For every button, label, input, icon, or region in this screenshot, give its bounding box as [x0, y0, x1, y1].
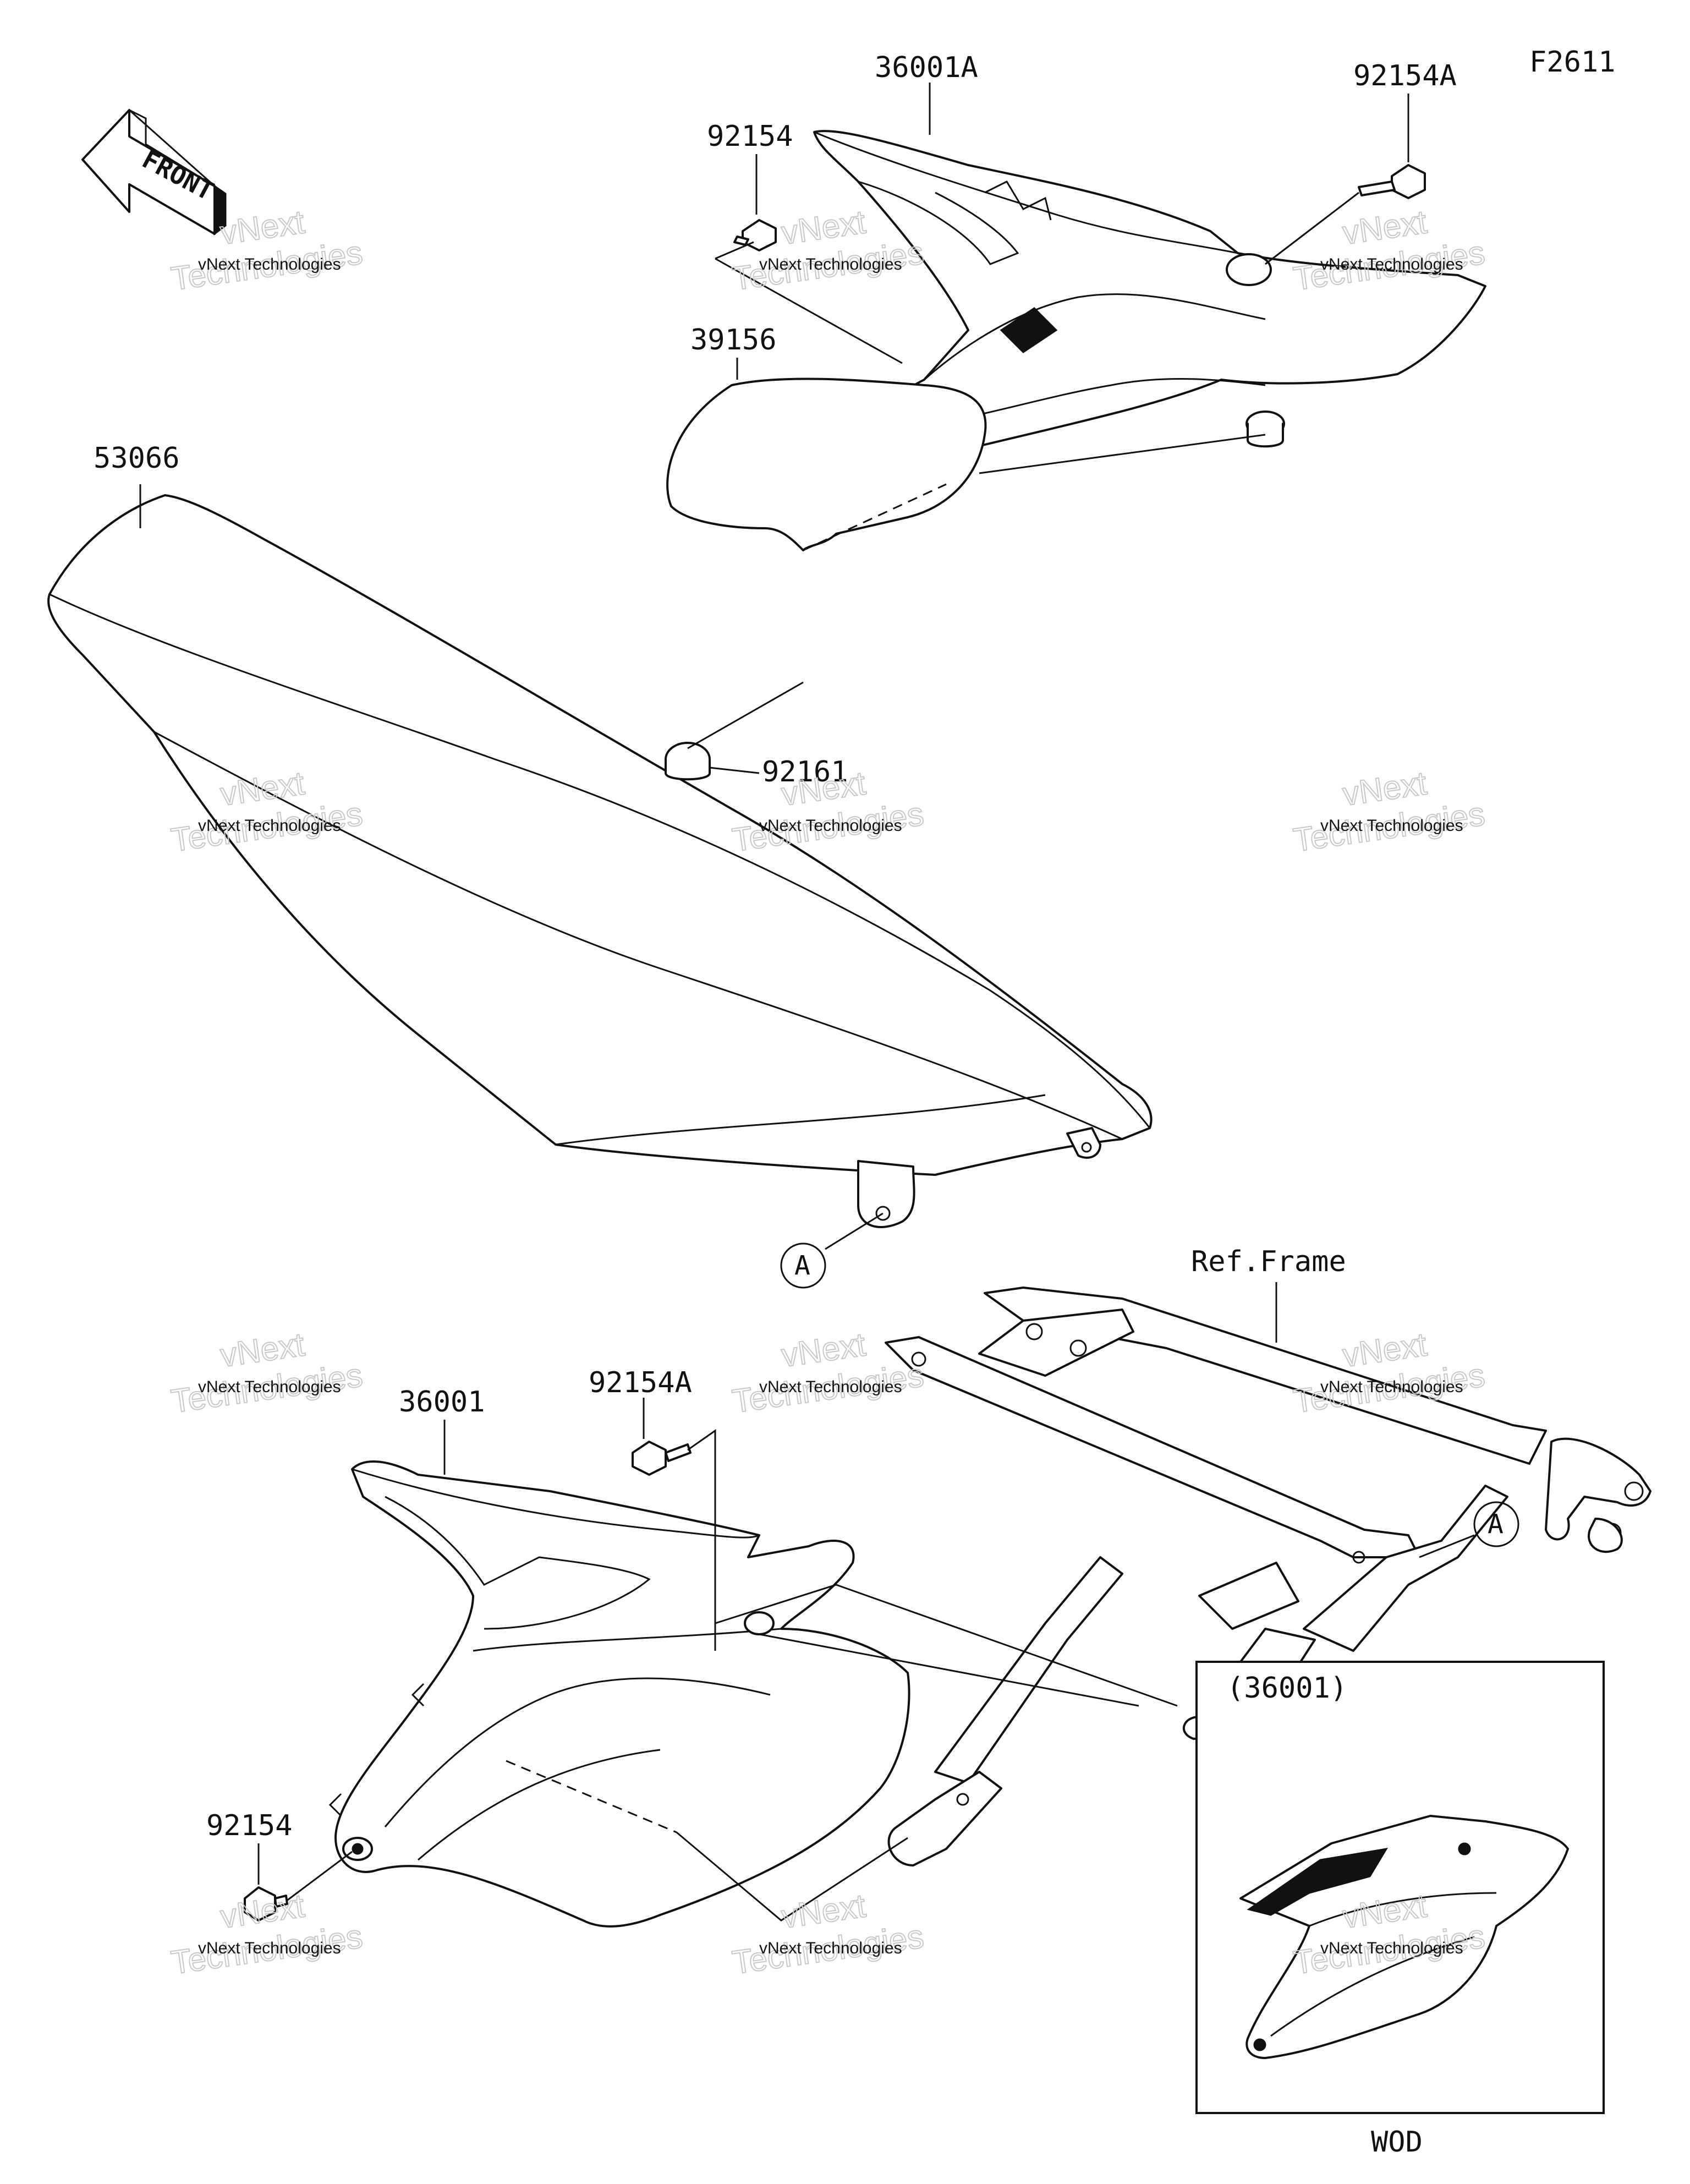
watermark-text: vNext Technologies — [759, 1378, 902, 1396]
bolt-92154a-bottom — [632, 1441, 692, 1476]
watermark-text: vNext Technologies — [759, 817, 902, 835]
label-92154-bottom: 92154 — [206, 1809, 293, 1842]
watermark-text: vNext Technologies — [198, 255, 341, 273]
side-cover-36001a — [813, 130, 1486, 459]
label-92161: 92161 — [762, 756, 848, 789]
side-cover-36001 — [328, 1460, 910, 1928]
watermark-text: vNext Technologies — [198, 817, 341, 835]
watermark-text: vNext Technologies — [198, 1378, 341, 1396]
watermark-text: vNext Technologies — [759, 255, 902, 273]
figure-code: F2611 — [1529, 46, 1616, 79]
label-ref-frame: Ref.Frame — [1191, 1245, 1346, 1278]
label-36001: 36001 — [399, 1386, 485, 1419]
ref-a-circle-frame — [1473, 1501, 1519, 1547]
bolt-92154-top — [733, 219, 777, 251]
watermark-text: vNext Technologies — [198, 1939, 341, 1957]
front-arrow-icon: FRONT — [81, 109, 227, 236]
bolt-92154a-top — [1358, 164, 1426, 199]
inset-caption: WOD — [1371, 2126, 1423, 2159]
label-92154a-top: 92154A — [1353, 59, 1457, 92]
watermark-text: vNext Technologies — [1320, 817, 1463, 835]
label-53066: 53066 — [94, 442, 180, 475]
label-39156: 39156 — [690, 324, 777, 357]
bolt-92154-bottom — [244, 1886, 288, 1922]
ref-a-label-seat: A — [794, 1250, 810, 1281]
label-92154a-bottom: 92154A — [589, 1366, 692, 1399]
watermark-text: vNext Technologies — [1320, 255, 1463, 273]
pad-39156 — [666, 377, 987, 551]
ref-frame — [885, 1287, 1651, 1866]
seat-53066 — [47, 494, 1153, 1228]
watermark-text: vNext Technologies — [759, 1939, 902, 1957]
ref-a-label-frame: A — [1488, 1509, 1504, 1540]
watermark-text: vNext Technologies — [1320, 1378, 1463, 1396]
inset-wod — [1195, 1661, 1605, 2114]
inset-title: (36001) — [1227, 1672, 1347, 1705]
label-36001a: 36001A — [875, 51, 978, 84]
watermark-text: vNext Technologies — [1320, 1939, 1463, 1957]
label-92154-top: 92154 — [707, 120, 793, 153]
ref-a-circle-seat — [780, 1242, 826, 1289]
damper-92161 — [665, 742, 711, 781]
